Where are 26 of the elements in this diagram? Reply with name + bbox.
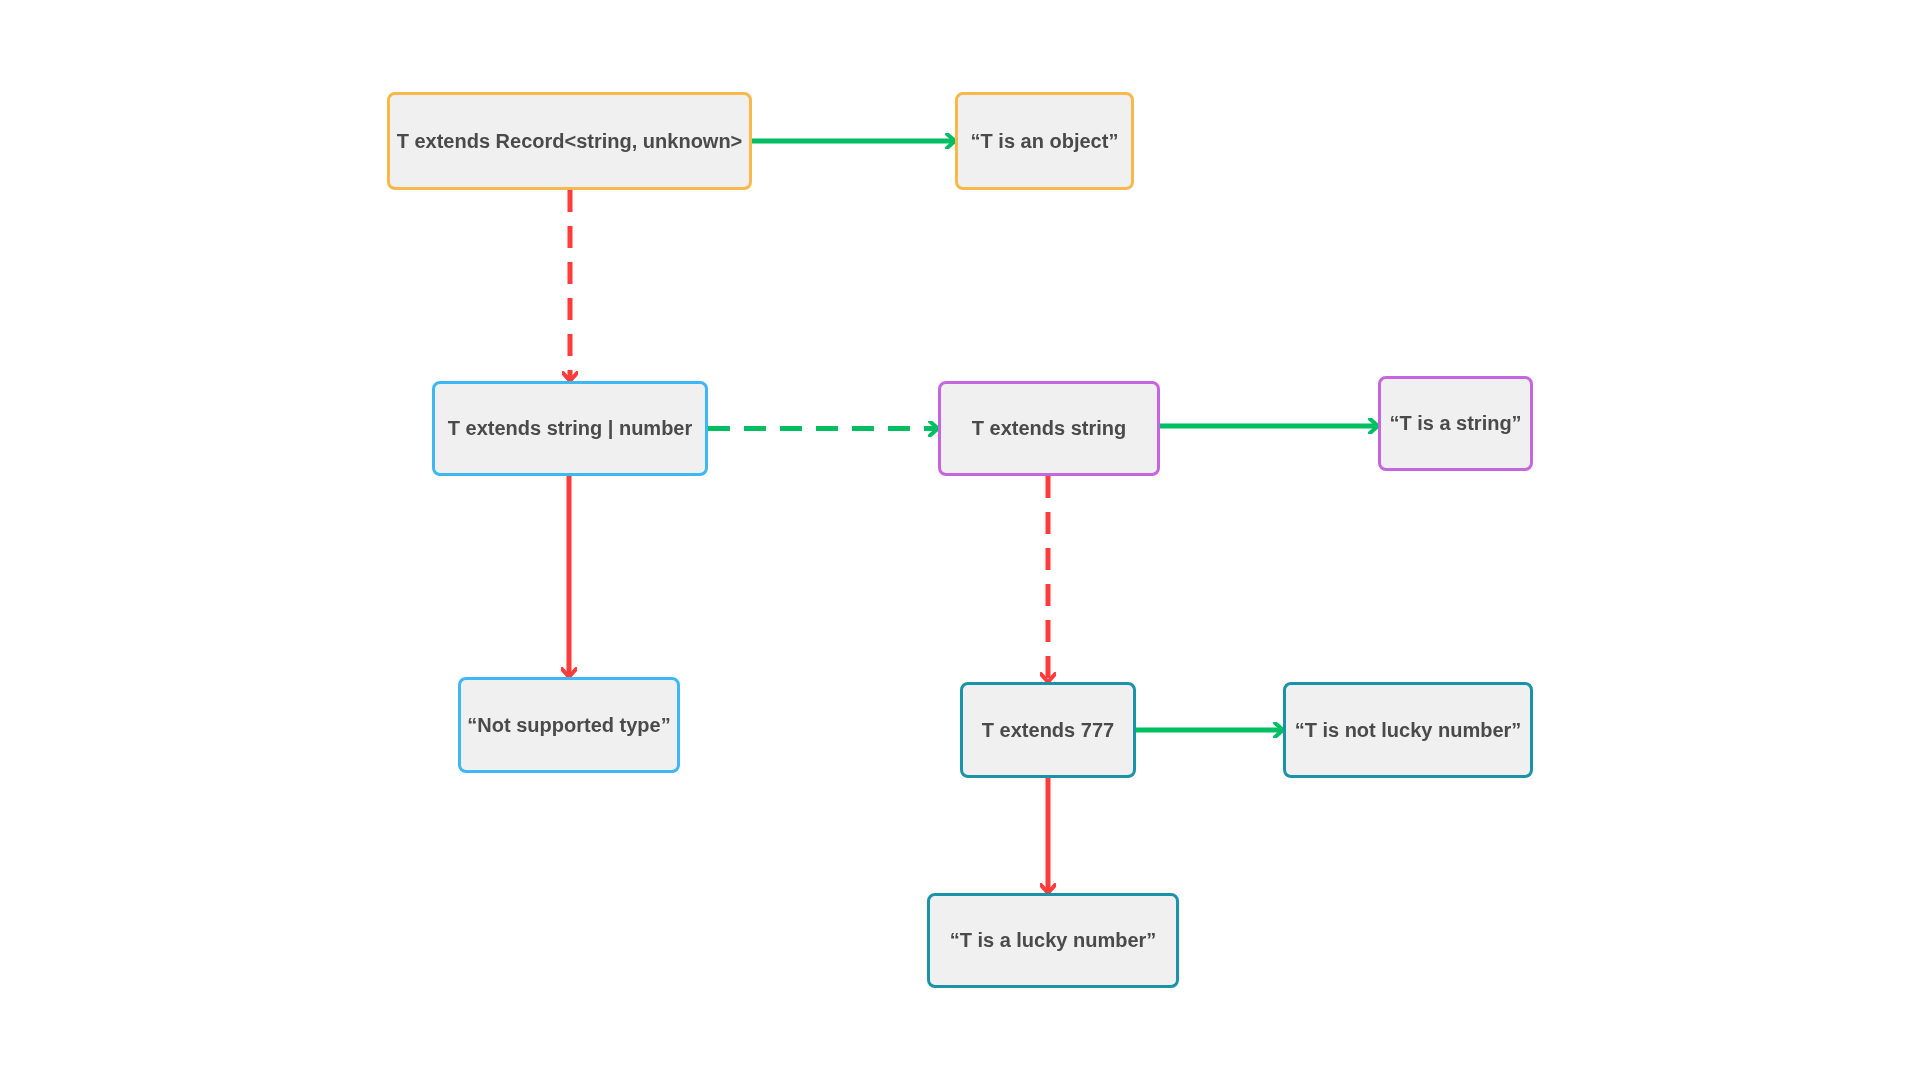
arrow — [1136, 721, 1285, 739]
node-label: “T is not lucky number” — [1294, 718, 1522, 742]
process-box — [938, 381, 1160, 476]
arrow — [1039, 476, 1057, 684]
arrow — [752, 132, 957, 150]
process-box — [927, 893, 1179, 988]
arrow — [1039, 778, 1057, 895]
node-label: T extends Record<string, unknown> — [396, 129, 743, 153]
process-box — [432, 381, 708, 476]
process-box — [458, 677, 680, 773]
node-label: T extends 777 — [981, 718, 1115, 742]
arrow — [1160, 417, 1380, 435]
process-box — [1378, 376, 1533, 471]
arrow — [560, 476, 578, 679]
node-label: “T is a lucky number” — [949, 929, 1157, 952]
process-box — [1283, 682, 1533, 778]
node-label: T extends string — [971, 417, 1127, 440]
process-box — [960, 682, 1136, 778]
node-label: “T is a string” — [1389, 412, 1522, 435]
node-label: T extends string | number — [447, 417, 693, 440]
node-label: “Not supported type” — [467, 713, 671, 737]
arrow — [561, 190, 579, 383]
process-box — [387, 92, 752, 190]
node-label: “T is an object” — [970, 129, 1119, 153]
arrow — [708, 419, 940, 438]
process-box — [955, 92, 1134, 190]
